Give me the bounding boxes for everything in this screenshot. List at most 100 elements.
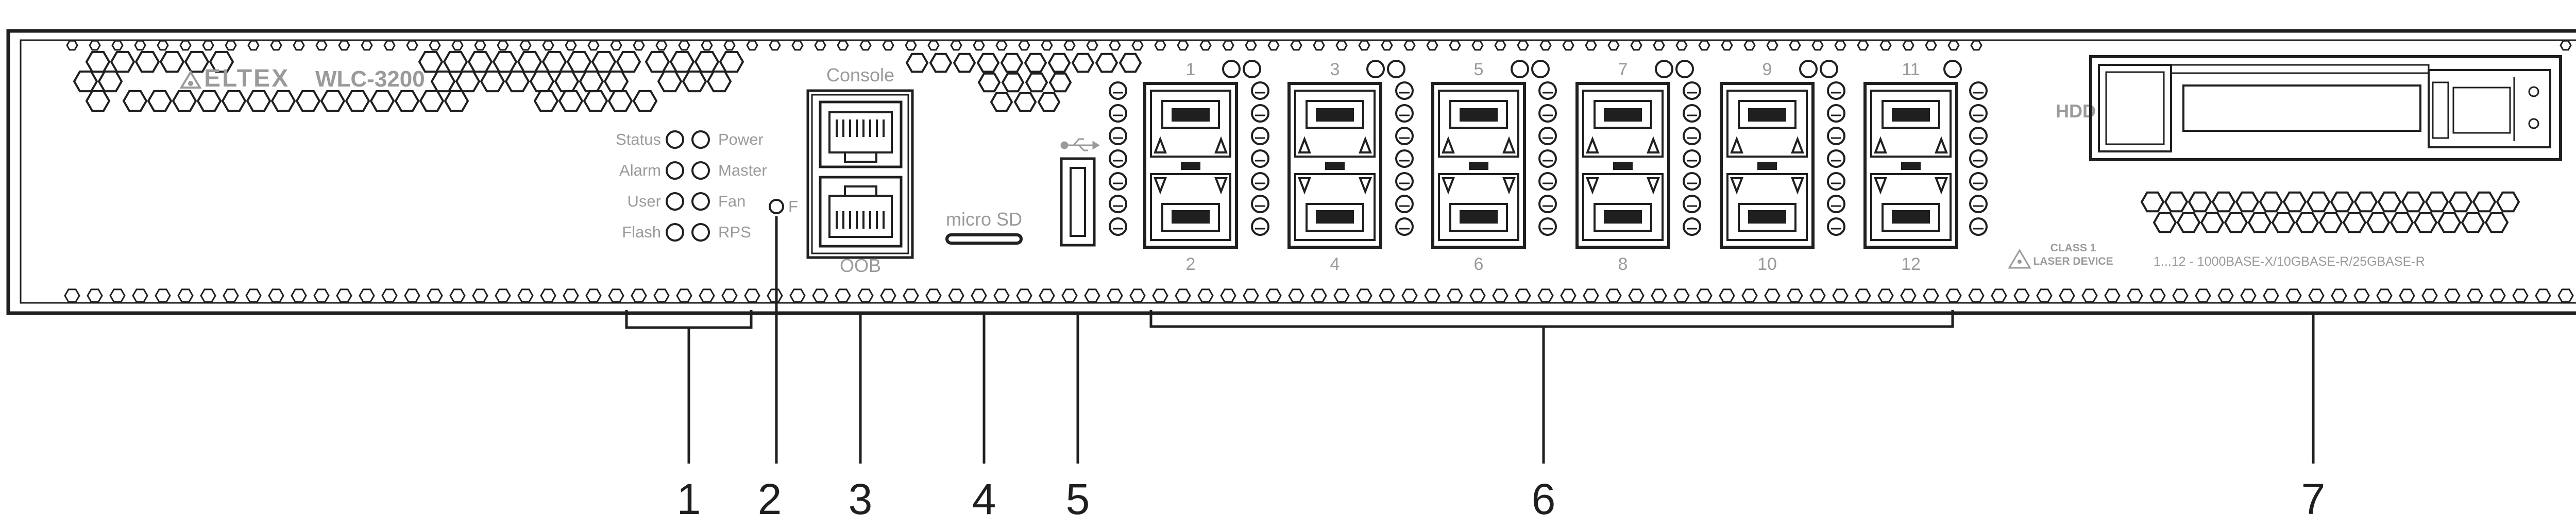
vent-hole [472,288,488,303]
port-led-icon [1969,81,1988,100]
vent-hole [2259,191,2283,213]
sfp-port-bottom[interactable] [1294,173,1376,241]
vent-hole [973,40,985,51]
vent-hole [2176,212,2201,233]
vent-hole [769,40,781,51]
sfp-port-top[interactable] [1582,90,1664,158]
vent-hole [1719,288,1735,303]
vent-hole [1449,40,1461,51]
vent-hole [1025,72,1048,93]
vent-hole [2399,288,2415,303]
vent-hole [655,40,668,51]
led-label-user: User [628,192,661,210]
vent-hole [2489,288,2506,303]
callout-3: 3 [849,475,873,523]
vent-hole [157,40,169,51]
hdd-bay[interactable] [2089,55,2562,161]
vent-hole [533,90,559,112]
vent-hole [1877,288,1894,303]
port-led-icon [1827,81,1845,100]
vent-hole [177,288,194,303]
sfp-led-columns [1109,60,1988,236]
port-number-9: 9 [1762,60,1772,79]
f-button-label: F [788,197,798,215]
sfp-port-bottom[interactable] [1726,173,1808,241]
vent-hole [835,288,851,303]
latch-arrow-icon [1442,177,1455,195]
vent-hole [591,50,617,73]
vent-hole [1288,288,1304,303]
sfp-port-top[interactable] [1870,90,1952,158]
sfp-port-bottom[interactable] [1438,173,1519,241]
port-number-7: 7 [1618,60,1628,79]
port-led-icon [1395,149,1414,168]
vent-hole [1048,72,1072,93]
latch-arrow-icon [1791,177,1804,195]
vent-hole [2413,212,2438,233]
vent-hole [1809,288,1826,303]
vent-hole [1311,288,1327,303]
vent-hole [1902,40,1914,51]
micro-sd-label: micro SD [946,209,1022,230]
sfp-port-bottom[interactable] [1870,173,1952,241]
led-label-status: Status [616,130,661,148]
vent-hole [1267,40,1280,51]
vent-hole [1086,40,1098,51]
sfp-port-top[interactable] [1438,90,1519,158]
vent-hole [1222,40,1234,51]
oob-port[interactable] [819,176,903,248]
vent-hole [418,50,444,73]
sfp-port-bottom[interactable] [1582,173,1664,241]
vent-hole [1492,288,1509,303]
vent-hole [1109,40,1121,51]
callout-2: 2 [758,475,782,523]
sfp-port-top[interactable] [1150,90,1231,158]
vent-hole [1517,40,1529,51]
hdd-latch-handle[interactable] [2428,69,2551,148]
vent-hole [87,288,103,303]
vent-hole [1001,72,1025,93]
power-led-icon [691,130,710,149]
port-led-icon [1943,60,1962,78]
port-number-5: 5 [1474,60,1484,79]
vent-hole [558,90,584,112]
sfp-port-top[interactable] [1726,90,1808,158]
vent-hole [1381,40,1393,51]
port-led-icon [1538,195,1557,213]
vent-grille-bottom [64,288,2574,303]
vent-hole [2425,191,2449,213]
vent-hole [2263,288,2279,303]
console-port[interactable] [819,100,903,168]
vent-hole [2217,288,2234,303]
port-led-icon [1799,60,1818,78]
port-led-icon [1251,149,1269,168]
vent-hole [200,288,216,303]
sfp-port-top[interactable] [1294,90,1376,158]
f-reset-button[interactable] [769,199,784,214]
port-led-icon [1395,127,1414,145]
fan-led-icon [691,192,710,211]
vent-hole [1016,288,1032,303]
vent-hole [929,53,953,73]
micro-sd-slot[interactable] [945,233,1023,245]
port-led-icon [1366,60,1385,78]
latch-arrow-icon [1586,177,1599,195]
usb-port[interactable] [1060,157,1096,247]
sfp-cage [1575,82,1670,249]
sfp-cage [1863,82,1958,249]
vent-hole [542,40,554,51]
vent-hole [451,40,464,51]
vent-hole [2164,191,2189,213]
port-led-icon [1655,60,1673,78]
vent-hole [566,50,592,73]
vent-hole [2140,191,2165,213]
vent-hole [315,40,328,51]
vent-hole [583,90,608,112]
vent-hole [1515,288,1531,303]
vent-hole [2285,288,2302,303]
callout-numbers: 1 2 3 4 5 6 7 [677,475,2326,523]
latch-arrow-icon [1730,177,1743,195]
vent-hole [2330,191,2354,213]
vent-hole [859,40,872,51]
sfp-port-bottom[interactable] [1150,173,1231,241]
